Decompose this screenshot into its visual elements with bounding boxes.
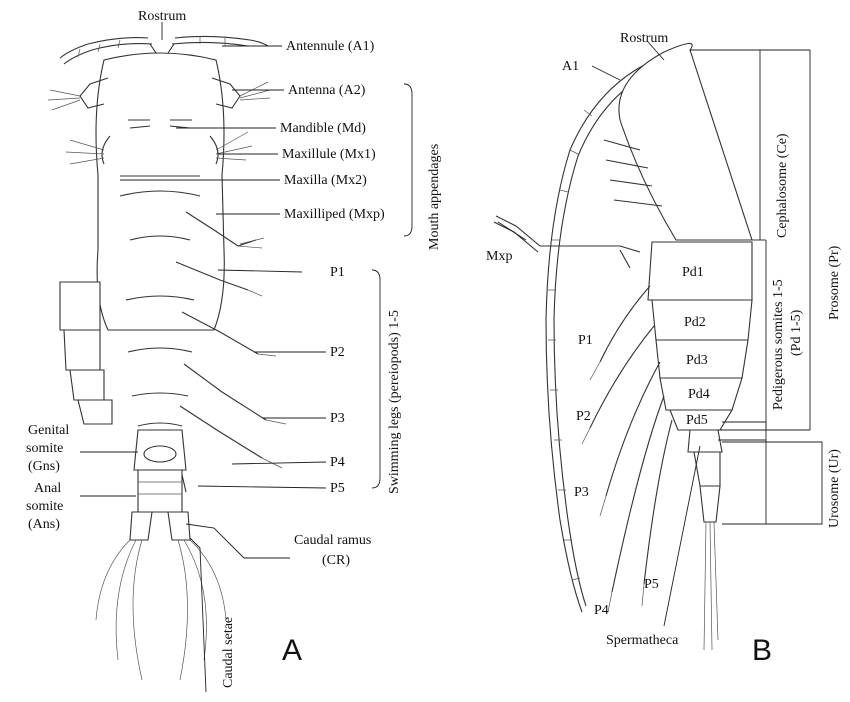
- p1-b-label: P1: [578, 333, 593, 348]
- spermatheca-label: Spermatheca: [606, 633, 679, 648]
- pd2-label: Pd2: [684, 315, 706, 330]
- genital-somite-label-2: somite: [26, 441, 63, 456]
- caudal-setae-label: Caudal setae: [221, 617, 236, 688]
- rostrum-b-label: Rostrum: [620, 31, 668, 46]
- maxilliped-label: Maxilliped (Mxp): [284, 207, 385, 222]
- caudal-ramus-label-1: Caudal ramus: [294, 533, 371, 548]
- pd4-label: Pd4: [688, 387, 710, 402]
- p5-label: P5: [330, 481, 345, 496]
- panel-a-leaders: [80, 22, 413, 693]
- maxillule-label: Maxillule (Mx1): [282, 147, 376, 162]
- p3-b-label: P3: [574, 485, 589, 500]
- panel-a-letter: A: [282, 634, 302, 667]
- mouth-appendages-label: Mouth appendages: [427, 144, 442, 250]
- antenna-label: Antenna (A2): [288, 83, 366, 98]
- cephalosome-label: Cephalosome (Ce): [775, 133, 790, 238]
- maxilla-label: Maxilla (Mx2): [284, 173, 367, 188]
- pd5-label: Pd5: [686, 413, 708, 428]
- anal-somite-label-2: somite: [26, 499, 63, 514]
- anal-somite-label-1: Anal: [34, 481, 61, 496]
- panel-b-drawing: [493, 42, 753, 651]
- p2-b-label: P2: [576, 409, 591, 424]
- pedigerous-somites-label-1: Pedigerous somites 1-5: [771, 279, 786, 410]
- antennule-label: Antennule (A1): [286, 39, 375, 54]
- p1-label: P1: [330, 265, 345, 280]
- mxp-label: Mxp: [486, 249, 512, 264]
- p5-b-label: P5: [644, 577, 659, 592]
- pd1-label: Pd1: [682, 265, 704, 280]
- prosome-label: Prosome (Pr): [827, 245, 842, 320]
- panel-a-drawing: [47, 35, 287, 681]
- pd3-label: Pd3: [686, 353, 708, 368]
- rostrum-label: Rostrum: [138, 9, 186, 24]
- panel-b-leaders: [497, 41, 811, 627]
- panel-b-letter: B: [752, 634, 772, 667]
- genital-somite-label-1: Genital: [28, 423, 69, 438]
- mandible-label: Mandible (Md): [280, 121, 366, 136]
- pedigerous-somites-label-2: (Pd 1-5): [789, 309, 804, 356]
- urosome-label: Urosome (Ur): [827, 449, 842, 528]
- p4-b-label: P4: [594, 603, 609, 618]
- p2-label: P2: [330, 345, 345, 360]
- genital-somite-label-3: (Gns): [28, 459, 60, 474]
- caudal-ramus-label-2: (CR): [322, 553, 350, 568]
- a1-label: A1: [562, 59, 579, 74]
- swimming-legs-label: Swimming legs (pereiopods) 1-5: [387, 310, 402, 494]
- p4-label: P4: [330, 455, 345, 470]
- urosome-bracket: [722, 441, 823, 525]
- p3-label: P3: [330, 411, 345, 426]
- anal-somite-label-3: (Ans): [28, 517, 60, 532]
